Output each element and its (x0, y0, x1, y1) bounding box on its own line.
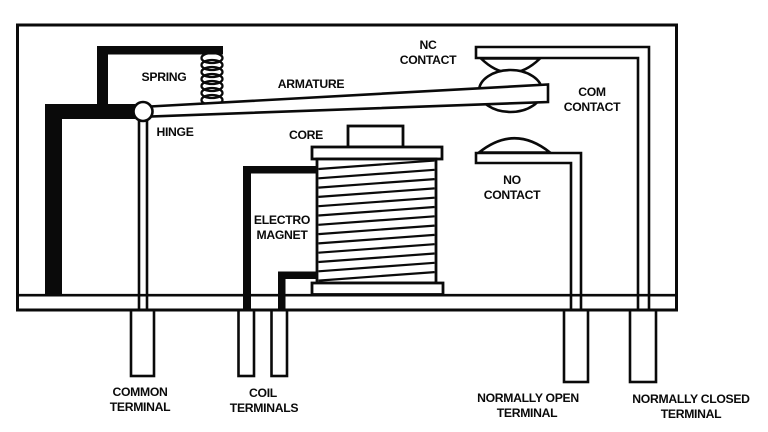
label-coil-terminals-line1: COIL (249, 386, 278, 400)
armature-bar (148, 83, 550, 118)
label-electromagnet-line1: ELECTRO (254, 213, 310, 227)
enclosure-case (16, 23, 678, 312)
yoke-upper-bracket (97, 46, 223, 108)
core-bottom-flange (310, 281, 445, 296)
coil-windings (318, 159, 435, 282)
common-terminal-pin (129, 308, 156, 378)
label-nc-contact-line1: NC (419, 38, 437, 52)
label-normally-closed-terminal-line1: NORMALLY CLOSED (632, 392, 750, 406)
spring-coil (200, 51, 224, 107)
label-normally-open-terminal-line2: TERMINAL (497, 406, 558, 420)
label-common-terminal-line2: TERMINAL (110, 400, 171, 414)
yoke-lower-bracket (45, 104, 135, 295)
normally-closed-terminal-pin (628, 308, 658, 384)
label-spring: SPRING (142, 70, 187, 84)
label-com-contact-line2: CONTACT (564, 100, 621, 114)
coil-lead-left (243, 166, 317, 310)
label-electromagnet-line2: MAGNET (256, 228, 308, 242)
label-hinge: HINGE (156, 125, 193, 139)
no-contact-strip (474, 151, 583, 312)
label-normally-closed-terminal-line2: TERMINAL (661, 407, 722, 421)
label-coil-terminals-line2: TERMINALS (230, 401, 299, 415)
coil-terminal-pin-1 (237, 308, 256, 378)
yoke-lower-horizontal (45, 104, 135, 119)
label-no-contact-line1: NO (503, 173, 521, 187)
label-armature: ARMATURE (278, 77, 345, 91)
yoke-lower-vertical (45, 104, 62, 295)
label-com-contact-line1: COM (578, 85, 606, 99)
hinge-support-lines (137, 118, 149, 310)
no-contact-bump (475, 136, 554, 154)
label-common-terminal-line1: COMMON (112, 385, 167, 399)
coil-terminal-pin-2 (270, 308, 289, 378)
core-top-block (346, 124, 405, 149)
yoke-upper-horizontal (97, 46, 223, 55)
coil-lead-right (278, 271, 317, 310)
hinge-pin (132, 100, 154, 123)
label-no-contact-line2: CONTACT (484, 188, 541, 202)
yoke-upper-vertical (97, 46, 108, 108)
normally-open-terminal-pin (562, 308, 590, 384)
label-nc-contact-line2: CONTACT (400, 53, 457, 67)
label-core: CORE (289, 128, 323, 142)
core-top-flange (310, 145, 444, 161)
label-normally-open-terminal-line1: NORMALLY OPEN (477, 391, 579, 405)
